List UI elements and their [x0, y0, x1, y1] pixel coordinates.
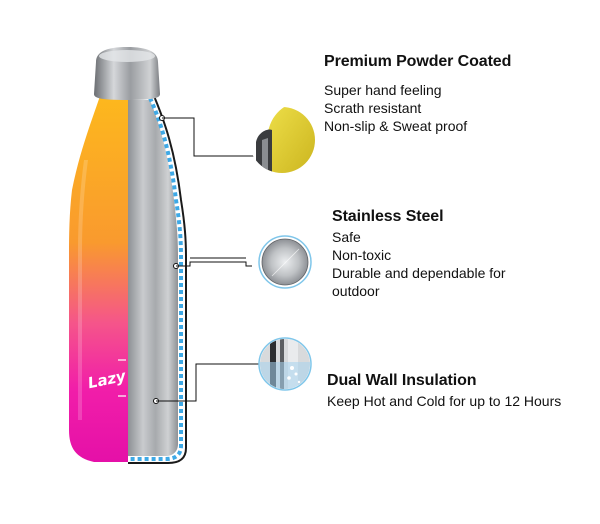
feature-stainless-steel: Stainless Steel Safe Non-toxic Durable a…: [332, 208, 532, 300]
feature-line: Scrath resistant: [324, 100, 422, 116]
steel-inner-wall: [128, 100, 178, 456]
brushed-steel-disc-icon: [258, 235, 312, 289]
feature-powder-coated: Premium Powder Coated Super hand feeling…: [324, 53, 511, 135]
bottle-body: [69, 96, 128, 462]
leader-line-steel: [176, 261, 252, 267]
feature-title: Stainless Steel: [332, 208, 444, 225]
feature-line: outdoor: [332, 283, 380, 299]
insulation-layer: [128, 97, 183, 461]
feature-line: Super hand feeling: [324, 82, 442, 98]
outer-wall-contour: [128, 95, 187, 464]
feature-title: Premium Powder Coated: [324, 53, 512, 70]
feature-line: Keep Hot and Cold for up to 12 Hours: [327, 393, 562, 409]
feature-line: Safe: [332, 229, 361, 245]
feature-line: Non-toxic: [332, 247, 392, 263]
feature-line: Non-slip & Sweat proof: [324, 118, 468, 134]
leader-line-coating: [162, 117, 262, 157]
yellow-bottle-cap-closeup-icon: [249, 107, 315, 173]
leader-line-insulation: [156, 363, 262, 402]
feature-line: Durable and dependable for: [332, 265, 506, 281]
feature-title: Dual Wall Insulation: [327, 372, 477, 389]
insulation-water-closeup-icon: [258, 337, 312, 391]
feature-dual-wall-insulation: Dual Wall Insulation Keep Hot and Cold f…: [327, 372, 561, 410]
